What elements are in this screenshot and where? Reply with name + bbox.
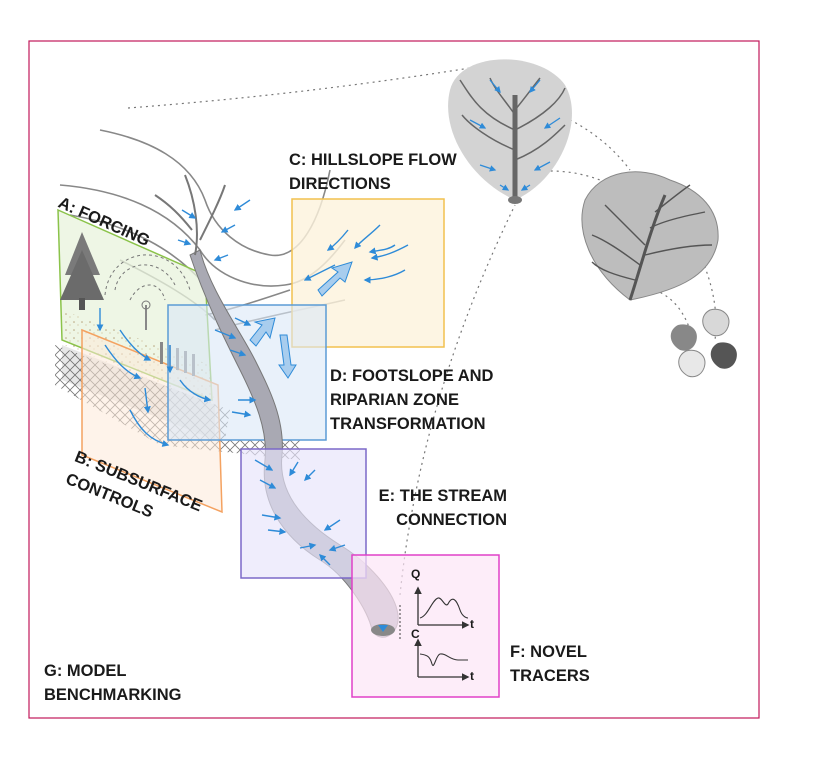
graph-t-axis-label-bottom: t [470,669,474,683]
label-stream-connection: E: THE STREAM CONNECTION [378,487,507,529]
outlet-detail [371,605,401,640]
tree-icon [60,232,104,310]
rain-arcs [104,254,191,301]
discharge-graph [414,586,470,629]
outer-frame [28,40,760,719]
novel-tracers-box [351,554,500,698]
small-leaves [670,308,737,378]
catchment-illustration [448,59,572,204]
major-flow-arrows [249,261,353,379]
label-novel-tracers: F: NOVEL TRACERS [510,643,590,685]
graph-c-axis-label: C [411,627,420,641]
graph-t-axis-label-top: t [470,617,474,631]
label-riparian-transformation: D: FOOTSLOPE AND RIPARIAN ZONE TRANSFORM… [330,367,494,433]
label-model-benchmarking: G: MODEL BENCHMARKING [44,662,182,704]
discharge-curve [419,597,469,619]
concentration-curve [419,653,468,666]
stream-connection-box [240,448,367,579]
sub-catchment-leaf [581,171,719,301]
label-hillslope-flow: C: HILLSLOPE FLOW DIRECTIONS [289,151,457,193]
flow-arrows [96,199,409,566]
graph-q-axis-label: Q [411,567,421,581]
concentration-graph [414,638,470,681]
